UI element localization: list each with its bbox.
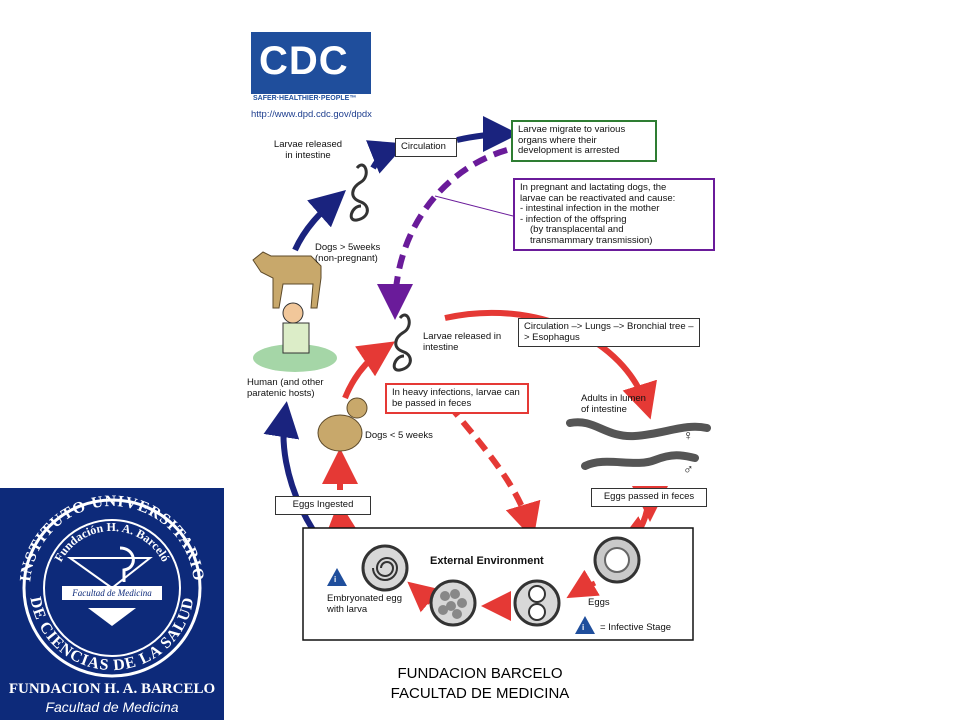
- adult-worm-female: [566, 418, 711, 441]
- label-adults-in-lumen: Adults in lumen of intestine: [581, 393, 646, 415]
- pregnant-dogs-box: In pregnant and lactating dogs, the larv…: [513, 178, 715, 251]
- pregnant-box-line-5: (by transplacental and: [530, 224, 624, 235]
- label-human-paratenic: Human (and other paratenic hosts): [247, 377, 324, 399]
- heavy-infection-box: In heavy infections, larvae can be passe…: [385, 383, 529, 414]
- infective-legend-icon-letter: i: [582, 623, 585, 632]
- red-arrow-egg-stage3: [407, 581, 440, 613]
- label-dogs-over-5-weeks: Dogs > 5weeks (non-pregnant): [315, 242, 381, 264]
- blue-arrow-circulation-to-migrate: [456, 116, 519, 153]
- cdc-tagline: SAFER·HEALTHIER·PEOPLE™: [253, 95, 357, 102]
- logo-seal: INSTITUTO UNIVERSITARIO DE CIENCIAS DE L…: [9, 493, 215, 715]
- infective-stage-legend-icon: [575, 616, 595, 634]
- larvae-coil-mid: [392, 313, 412, 372]
- female-symbol: ♀: [683, 427, 694, 443]
- fundacion-barcelo-logo: INSTITUTO UNIVERSITARIO DE CIENCIAS DE L…: [0, 488, 224, 720]
- label-eggs: Eggs: [588, 597, 610, 608]
- cdc-url-link[interactable]: http://www.dpd.cdc.gov/dpdx: [251, 109, 372, 120]
- pregnant-box-line-4: - infection of the offspring: [520, 213, 627, 225]
- egg-two-cell: [513, 579, 561, 627]
- child-illustration: [253, 302, 337, 372]
- footer-line-1: FUNDACION BARCELO: [397, 665, 563, 682]
- footer: FUNDACION BARCELO FACULTAD DE MEDICINA: [300, 664, 660, 704]
- label-larvae-released-top: Larvae released in intestine: [273, 139, 343, 161]
- larvae-coil-top: [349, 163, 369, 222]
- infective-stage-icon: [327, 568, 347, 586]
- circulation-box: Circulation: [395, 138, 457, 157]
- label-infective-stage: = Infective Stage: [600, 622, 672, 633]
- pregnant-box-line-6: transmammary transmission): [530, 234, 653, 246]
- eggs-passed-box: Eggs passed in feces: [591, 488, 707, 507]
- label-external-environment: External Environment: [430, 555, 544, 567]
- adult-worm-male: [581, 451, 699, 470]
- egg-embryonated: [361, 544, 409, 592]
- logo-subname: Facultad de Medicina: [45, 699, 178, 715]
- red-arrow-egg-stage1: [566, 569, 600, 599]
- logo-banner: Facultad de Medicina: [71, 588, 152, 598]
- blue-arrow-dog-to-larvae: [292, 190, 346, 252]
- puppy-illustration: [317, 397, 368, 452]
- label-larvae-released-mid: Larvae released in intestine: [423, 331, 502, 353]
- egg-morula: [429, 579, 477, 627]
- red-arrow-egg-stage2: [481, 590, 512, 621]
- eggs-ingested-box: Eggs Ingested: [275, 496, 371, 515]
- infective-stage-icon-letter: i: [334, 575, 337, 584]
- logo-ring-bottom: DE CIENCIAS DE LA SALUD: [26, 595, 196, 674]
- footer-line-2: FACULTAD DE MEDICINA: [390, 685, 570, 702]
- larvae-migrate-box: Larvae migrate to various organs where t…: [511, 120, 657, 162]
- circulation-lungs-box: Circulation –> Lungs –> Bronchial tree –…: [518, 318, 700, 347]
- adult-dog-illustration: [252, 251, 322, 309]
- svg-text:DE CIENCIAS DE LA SALUD: DE CIENCIAS DE LA SALUD: [26, 595, 197, 674]
- red-arrow-pup-to-larvae: [342, 341, 395, 400]
- toxocara-life-cycle-diagram: CDC SAFER·HEALTHIER·PEOPLE™ http://www.d…: [245, 28, 715, 642]
- label-dogs-under-5-weeks: Dogs < 5 weeks: [365, 430, 433, 441]
- cdc-logo-text: CDC: [259, 39, 349, 83]
- cdc-logo: [251, 32, 371, 104]
- pregnant-box-line-1: In pregnant and lactating dogs, the: [520, 182, 667, 193]
- purple-pointer-line: [434, 195, 514, 217]
- logo-name: FUNDACION H. A. BARCELO: [9, 681, 215, 697]
- egg-unembryonated: [593, 536, 641, 584]
- blue-arrow-larvae-to-circulation: [366, 140, 407, 174]
- pregnant-box-line-3: - intestinal infection in the mother: [520, 203, 660, 214]
- pregnant-box-line-2: larvae can be reactivated and cause:: [520, 192, 676, 204]
- male-symbol: ♂: [683, 461, 694, 477]
- label-embryonated-egg: Embryonated egg with larva: [327, 593, 402, 615]
- life-cycle-arrows: [251, 32, 711, 641]
- purple-arrow-reactivation: [377, 147, 508, 320]
